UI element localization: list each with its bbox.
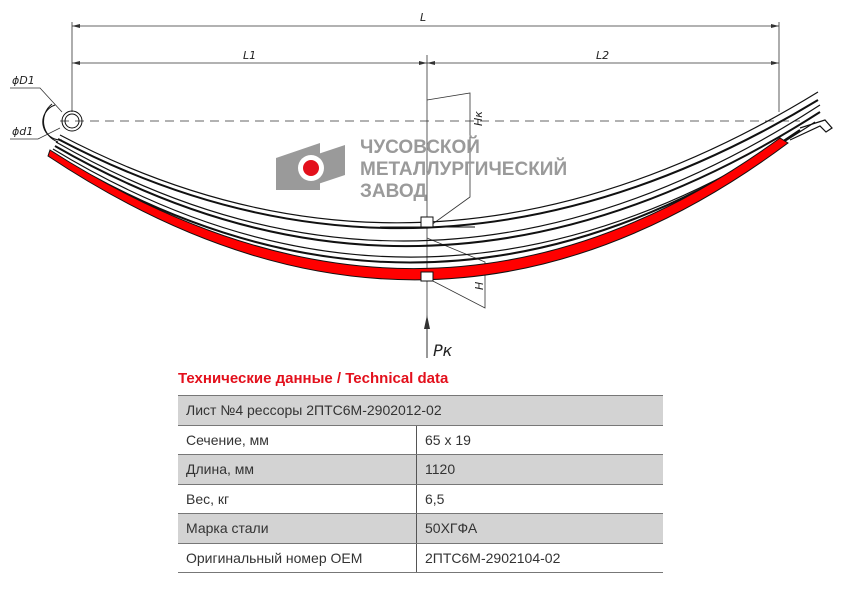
technical-data-table: Лист №4 рессоры 2ПТС6М-2902012-02 Сечени… — [178, 395, 663, 573]
row-label: Оригинальный номер OEM — [178, 543, 417, 573]
row-value: 6,5 — [416, 484, 663, 514]
dim-label-L1: L1 — [243, 49, 256, 62]
dimension-arrows — [72, 24, 779, 65]
company-logo-mark — [276, 143, 345, 190]
leaf-3 — [52, 121, 816, 258]
center-bolt — [380, 216, 475, 282]
dim-label-d1: ϕd1 — [12, 125, 33, 138]
leaf-1 — [59, 91, 819, 224]
technical-data-title: Технические данные / Technical data — [178, 370, 449, 387]
dim-label-H: H — [473, 282, 486, 290]
dim-Hk — [426, 92, 471, 229]
row-value: 2ПТС6М-2902104-02 — [416, 543, 663, 573]
leader-d1 — [10, 127, 61, 140]
dim-label-D1: ϕD1 — [12, 74, 35, 87]
logo-line-1: ЧУСОВСКОЙ — [360, 137, 480, 158]
load-label: Pк — [433, 341, 453, 360]
dim-H — [426, 237, 486, 309]
spring-leaves — [51, 91, 833, 264]
leader-D1 — [10, 87, 63, 113]
table-header-row: Лист №4 рессоры 2ПТС6М-2902012-02 — [178, 395, 663, 426]
row-label: Сечение, мм — [178, 425, 417, 455]
logo-line-2: МЕТАЛЛУРГИЧЕСКИЙ — [360, 159, 568, 180]
table-header: Лист №4 рессоры 2ПТС6М-2902012-02 — [178, 395, 663, 426]
logo-line-3: ЗАВОД — [360, 181, 427, 202]
row-value: 65 x 19 — [416, 425, 663, 455]
row-value: 1120 — [416, 454, 663, 485]
spring-drawing: L L1 L2 ϕD1 ϕd1 H Hк Pк — [10, 11, 833, 360]
row-label: Марка стали — [178, 513, 417, 544]
leaf-4-highlighted — [47, 137, 789, 281]
company-logo-text: ЧУСОВСКОЙ МЕТАЛЛУРГИЧЕСКИЙ ЗАВОД — [360, 137, 567, 203]
dim-label-L: L — [420, 11, 426, 24]
spring-eye — [42, 103, 83, 143]
row-label: Длина, мм — [178, 454, 417, 485]
leaf-2 — [55, 104, 821, 242]
dim-label-L2: L2 — [596, 49, 609, 62]
row-label: Вес, кг — [178, 484, 417, 514]
row-value: 50ХГФА — [416, 513, 663, 544]
dim-label-Hk: Hк — [472, 111, 485, 126]
load-arrow-head — [424, 315, 430, 329]
